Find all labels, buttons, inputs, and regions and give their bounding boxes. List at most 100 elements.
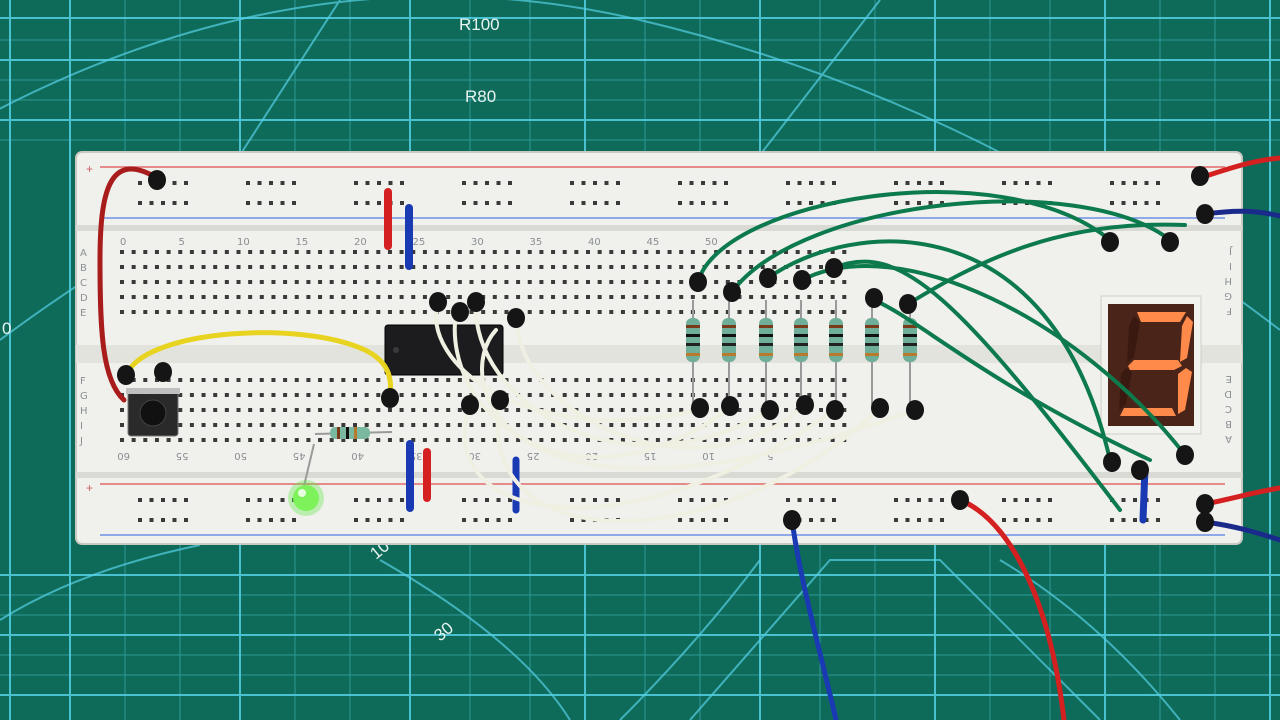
hole [819,423,823,427]
hole [189,378,194,382]
hole [166,378,171,382]
rail-hole [678,498,682,502]
hole [422,250,427,254]
hole [504,310,509,314]
hole [620,378,625,382]
rail-hole [149,201,154,205]
hole [597,250,602,254]
hole [271,393,276,397]
wire-plug [1196,494,1214,514]
hole [411,408,416,412]
hole [481,438,486,442]
wire-plug [871,398,889,418]
wire-plug [1196,204,1214,224]
hole [143,378,148,382]
hole [271,423,276,427]
hole [749,423,754,427]
hole [120,295,124,299]
hole [784,250,789,254]
hole [807,438,812,442]
hole [586,310,590,314]
hole [248,265,253,269]
hole [655,393,660,397]
rail-hole [172,498,177,502]
hole [434,280,439,284]
hole [539,310,544,314]
hole [655,423,660,427]
hole [725,393,730,397]
hole [784,423,789,427]
hole [504,408,509,412]
hole [795,250,800,254]
wire-plug [429,292,447,312]
rail-hole [689,498,694,502]
hole [714,265,719,269]
hole [562,438,567,442]
hole [411,295,416,299]
rail-hole [354,498,358,502]
hole [516,280,521,284]
hole [224,408,229,412]
rail-hole [1110,181,1114,185]
hole [283,408,288,412]
hole [551,408,556,412]
rail-hole [701,181,705,185]
hole [294,393,299,397]
hole [178,250,183,254]
hole [725,265,730,269]
hole [830,393,835,397]
wire-plug [759,268,777,288]
hole [784,393,789,397]
rail-hole [712,498,717,502]
hole [772,378,777,382]
hole [551,295,556,299]
hole [842,250,847,254]
hole [422,378,427,382]
hole [469,438,474,442]
wire-plug [1191,166,1209,186]
hole [236,423,241,427]
hole [306,295,311,299]
column-number: 30 [471,237,484,248]
hole [259,393,264,397]
hole [318,438,323,442]
hole [318,310,323,314]
hole [446,393,451,397]
hole [574,280,579,284]
rail-hole [400,181,404,185]
rail-hole [1002,518,1006,522]
column-number: 55 [176,450,189,461]
wire-plug [1131,460,1149,480]
hole [248,423,253,427]
hole [679,393,684,397]
hole [329,250,334,254]
hole [597,295,602,299]
rail-hole [940,201,944,205]
hole [376,438,381,442]
wire-plug [148,170,166,190]
hole [236,250,241,254]
hole [516,423,521,427]
rail-hole [508,181,512,185]
rail-hole [820,181,825,185]
hole [527,280,532,284]
hole [166,295,171,299]
hole [387,423,392,427]
rail-hole [797,498,802,502]
hole [586,393,590,397]
hole [259,378,264,382]
wire-plug [825,258,843,278]
hole [341,393,346,397]
hole [516,438,521,442]
hole [504,280,509,284]
rail-hole [678,201,682,205]
rail-hole [581,498,586,502]
hole [213,378,218,382]
row-letter-right: C [1225,403,1232,414]
rail-hole [1013,498,1018,502]
hole [178,310,183,314]
hole [353,265,357,269]
resistor [686,300,700,405]
wire-plug [1196,512,1214,532]
hole [574,265,579,269]
